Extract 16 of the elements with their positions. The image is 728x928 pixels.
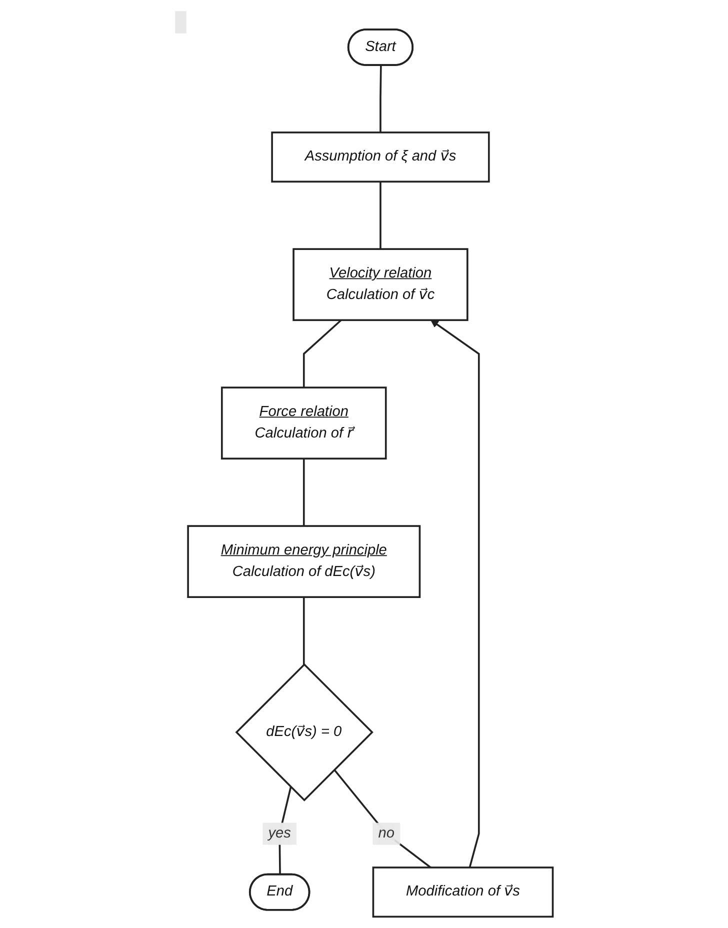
connector: [302, 458, 305, 526]
connector: [380, 182, 382, 250]
node-diamond: dEc(v⃗s) = 0: [235, 663, 374, 802]
node-box: Assumption of ξ and v⃗s: [271, 132, 490, 183]
node-box: Modification of v⃗s: [372, 866, 554, 918]
edge-label: yes: [268, 826, 291, 842]
connector: [302, 597, 305, 664]
node-box: Minimum energy principle Calculation of dEc(v⃗s): [187, 525, 421, 598]
arrow: [430, 320, 480, 868]
edge-label: no: [378, 826, 394, 842]
connector: [380, 65, 382, 132]
connector: [334, 769, 432, 868]
connector: [278, 786, 292, 875]
node-box: Force relation Calculation of r⃗: [220, 386, 387, 460]
connector: [302, 319, 342, 388]
node-box: Velocity relation Calculation of v⃗c: [292, 248, 468, 322]
